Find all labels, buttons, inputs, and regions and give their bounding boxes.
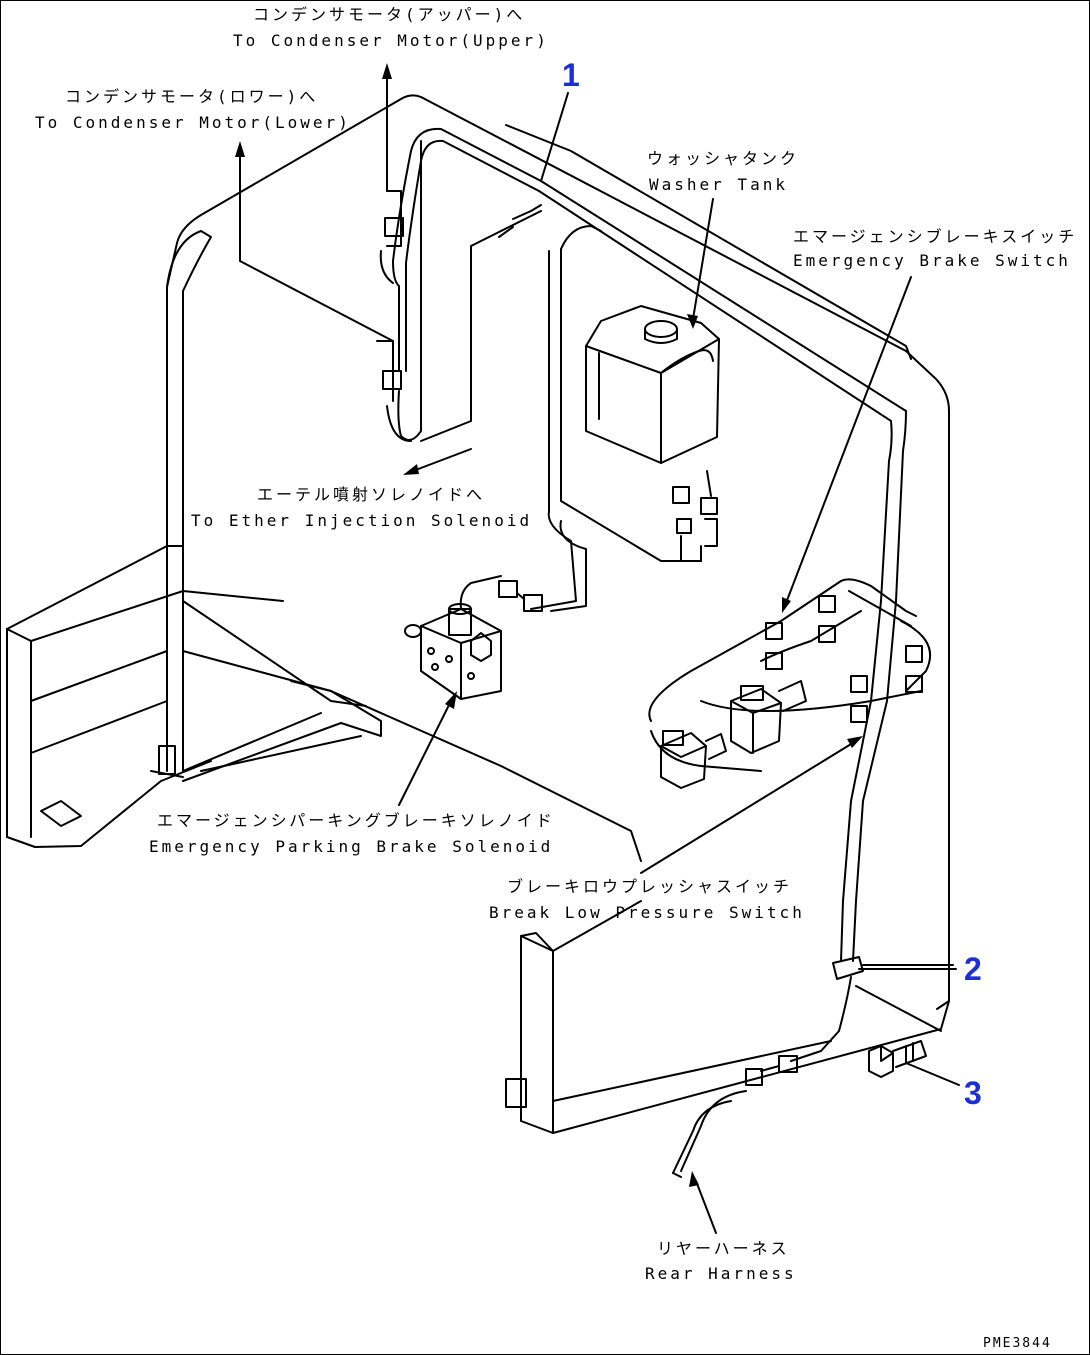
ether-injection-label-jp: エーテル噴射ソレノイドへ (257, 485, 486, 504)
callout-3: 3 (964, 1075, 982, 1111)
parking-brake-solenoid-label-en: Emergency Parking Brake Solenoid (149, 837, 554, 856)
emergency-brake-switch-label-en: Emergency Brake Switch (793, 251, 1071, 270)
condenser-harness (376, 127, 907, 442)
condenser-lower-label-en: To Condenser Motor(Lower) (35, 113, 351, 132)
washer-tank (585, 305, 720, 464)
emergency-brake-switch-label-jp: エマージェンシブレーキスイッチ (793, 227, 1078, 246)
condenser-upper-label-en: To Condenser Motor(Upper) (233, 31, 549, 50)
washer-tank-label-jp: ウォッシャタンク (647, 149, 800, 168)
washer-tank-label-en: Washer Tank (649, 175, 788, 194)
condenser-lower-label-jp: コンデンサモータ(ロワー)へ (65, 87, 319, 106)
arrowheads (235, 63, 863, 1187)
parking-brake-solenoid (404, 575, 543, 700)
condenser-upper-label-jp: コンデンサモータ(アッパー)へ (253, 5, 526, 24)
lower-panel (505, 900, 950, 1134)
brake-switch-cluster (648, 578, 931, 789)
main-panel (166, 94, 950, 1010)
left-pipe (150, 230, 212, 778)
washer-wiring (530, 225, 718, 612)
leader-lines (239, 72, 960, 1234)
bolt (855, 985, 942, 1078)
rear-harness (672, 1090, 747, 1178)
callout-2: 2 (964, 951, 982, 987)
rear-harness-label-en: Rear Harness (645, 1264, 797, 1283)
callout-1: 1 (562, 57, 580, 93)
right-pipe (745, 410, 954, 1086)
rear-harness-label-jp: リヤーハーネス (657, 1239, 790, 1258)
left-frame (6, 545, 642, 862)
ether-injection-label-en: To Ether Injection Solenoid (191, 511, 533, 530)
drawing-code: PME3844 (983, 1336, 1052, 1351)
low-pressure-switch-label-jp: ブレーキロウプレッシャスイッチ (507, 877, 793, 896)
parking-brake-solenoid-label-jp: エマージェンシパーキングブレーキソレノイド (157, 811, 555, 830)
low-pressure-switch-label-en: Break Low Pressure Switch (489, 903, 805, 922)
